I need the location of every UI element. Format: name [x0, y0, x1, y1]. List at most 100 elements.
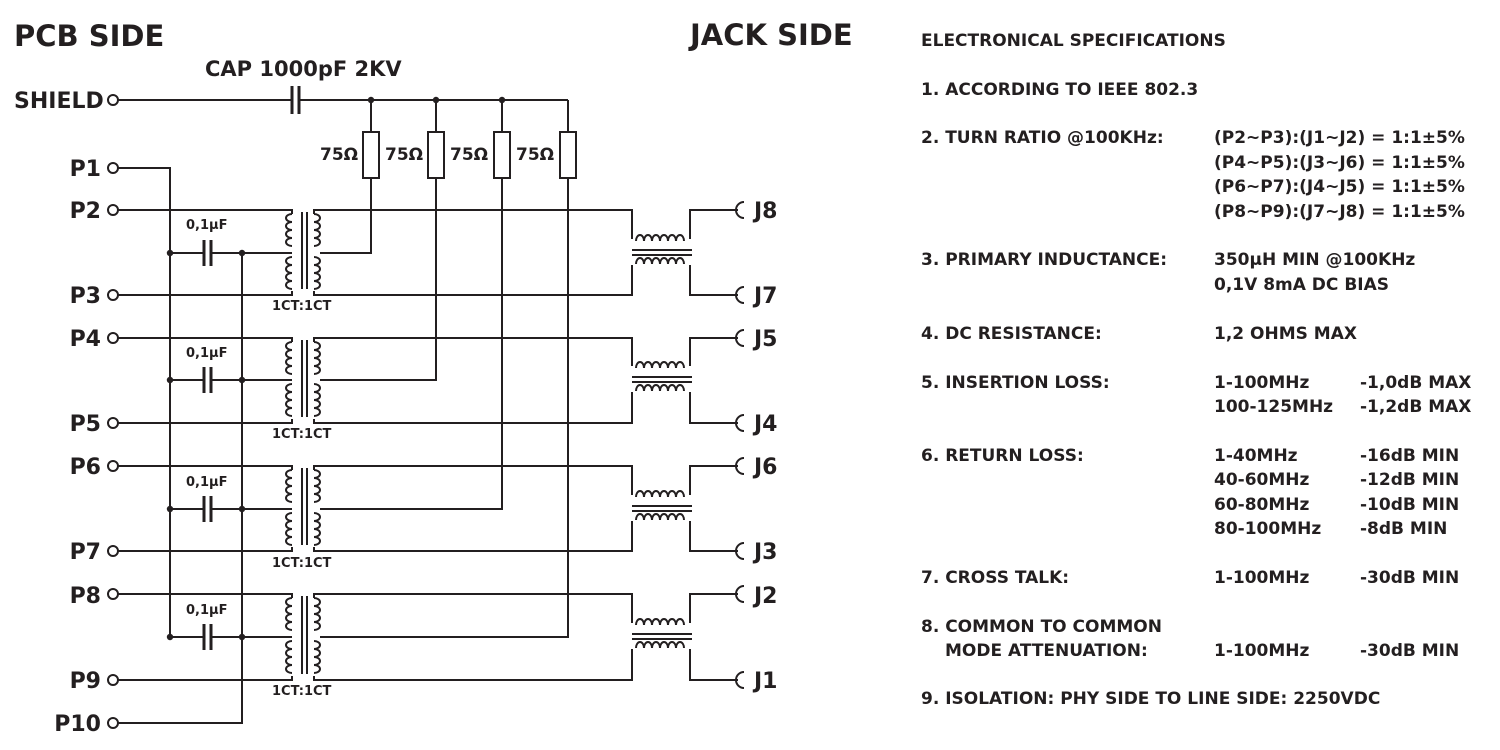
pin-j4: J4 [752, 412, 778, 437]
transformer-ratio-2: 1CT:1CT [272, 427, 332, 442]
spec-7-value: -30dB MIN [1360, 568, 1460, 588]
pin-p10: P10 [54, 712, 101, 737]
junction-dot [367, 96, 375, 104]
pin-j8: J8 [752, 199, 778, 224]
pin-j5: J5 [752, 327, 778, 352]
transformer-winding [635, 490, 685, 498]
wire [689, 209, 738, 239]
pin-terminal [107, 204, 119, 216]
wire [313, 209, 633, 239]
pin-terminal [107, 332, 119, 344]
spec-6-freq-2: 40-60MHz [1214, 470, 1310, 490]
wire [118, 337, 293, 342]
spec-6-value-4: -8dB MIN [1360, 519, 1448, 539]
spec-3-value-1: 350µH MIN @100KHz [1214, 250, 1416, 270]
wire [118, 253, 243, 724]
pin-p3: P3 [70, 284, 101, 309]
pin-terminal [107, 417, 119, 429]
spec-3-label: 3. PRIMARY INDUCTANCE: [921, 250, 1168, 270]
junction-dot [166, 249, 174, 257]
transformer-winding [313, 640, 321, 674]
transformer-winding [285, 597, 293, 631]
transformer-winding [635, 618, 685, 626]
resistor [427, 131, 445, 179]
transformer-winding [313, 383, 321, 417]
wire [313, 337, 633, 366]
spec-5-freq-1: 1-100MHz [1214, 373, 1310, 393]
wire [313, 521, 633, 552]
jack-terminal [735, 329, 745, 347]
junction-dot [166, 505, 174, 513]
transformer-winding [285, 640, 293, 674]
transformer-winding [313, 469, 321, 503]
transformer-winding [635, 234, 685, 242]
resistor [362, 131, 380, 179]
spec-6-freq-4: 80-100MHz [1214, 519, 1322, 539]
spec-2-value-1: (P2~P3):(J1~J2) = 1:1±5% [1214, 128, 1465, 148]
pin-p8: P8 [70, 584, 101, 609]
pin-p7: P7 [70, 540, 101, 565]
wire [118, 291, 293, 296]
wire [689, 265, 738, 296]
pin-terminal [107, 94, 119, 106]
spec-6-freq-1: 1-40MHz [1214, 446, 1298, 466]
pin-p6: P6 [70, 455, 101, 480]
spec-6-value-1: -16dB MIN [1360, 446, 1460, 466]
junction-dot [238, 249, 246, 257]
wire [320, 178, 503, 510]
wires [118, 99, 738, 724]
labels: PCB SIDE JACK SIDE CAP 1000pF 2KV SHIELD… [14, 18, 853, 737]
spec-7-freq: 1-100MHz [1214, 568, 1310, 588]
pcb-side-title: PCB SIDE [14, 19, 164, 53]
wire [313, 649, 633, 681]
pin-p9: P9 [70, 669, 101, 694]
resistor [493, 131, 511, 179]
pin-terminal [107, 674, 119, 686]
shield-cap-label: CAP 1000pF 2KV [205, 57, 402, 81]
schematic-diagram: PCB SIDE JACK SIDE CAP 1000pF 2KV SHIELD… [14, 18, 853, 737]
spec-2-value-3: (P6~P7):(J4~J5) = 1:1±5% [1214, 177, 1465, 197]
pin-j6: J6 [752, 455, 778, 480]
pin-j1: J1 [752, 669, 778, 694]
pin-terminal [107, 289, 119, 301]
wire [689, 521, 738, 552]
resistor-label-2: 75Ω [385, 145, 423, 165]
jack-terminal [735, 671, 745, 689]
wire [118, 419, 293, 424]
transformer-winding [635, 361, 685, 369]
pin-p5: P5 [70, 412, 101, 437]
transformer-winding [313, 256, 321, 290]
spec-6-value-3: -10dB MIN [1360, 495, 1460, 515]
resistor-label-3: 75Ω [450, 145, 488, 165]
channel-cap-label-3: 0,1µF [186, 475, 227, 490]
transformer-ratio-3: 1CT:1CT [272, 556, 332, 571]
wire [118, 676, 293, 681]
transformer-winding [635, 257, 685, 265]
junction-dot [432, 96, 440, 104]
spec-2-value-4: (P8~P9):(J7~J8) = 1:1±5% [1214, 202, 1465, 222]
pin-terminal [107, 545, 119, 557]
spec-2-label: 2. TURN RATIO @100KHz: [921, 128, 1164, 148]
junction-dot [238, 376, 246, 384]
junction-dot [238, 633, 246, 641]
spec-2-value-2: (P4~P5):(J3~J6) = 1:1±5% [1214, 153, 1465, 173]
wire [313, 593, 633, 623]
spec-8-label-line2: MODE ATTENUATION: [945, 641, 1148, 661]
junction-dot [498, 96, 506, 104]
jack-terminal [735, 542, 745, 560]
transformer-winding [313, 512, 321, 546]
transformer-winding [313, 213, 321, 247]
spec-8-freq: 1-100MHz [1214, 641, 1310, 661]
wire [320, 178, 372, 254]
wire [689, 649, 738, 681]
spec-7-label: 7. CROSS TALK: [921, 568, 1070, 588]
transformer-winding [285, 256, 293, 290]
junction-dots [166, 96, 506, 641]
transformer-winding [313, 341, 321, 375]
spec-5-label: 5. INSERTION LOSS: [921, 373, 1110, 393]
transformer-winding [285, 512, 293, 546]
jack-side-title: JACK SIDE [688, 18, 853, 52]
symbols [107, 86, 745, 729]
transformer-winding [635, 384, 685, 392]
